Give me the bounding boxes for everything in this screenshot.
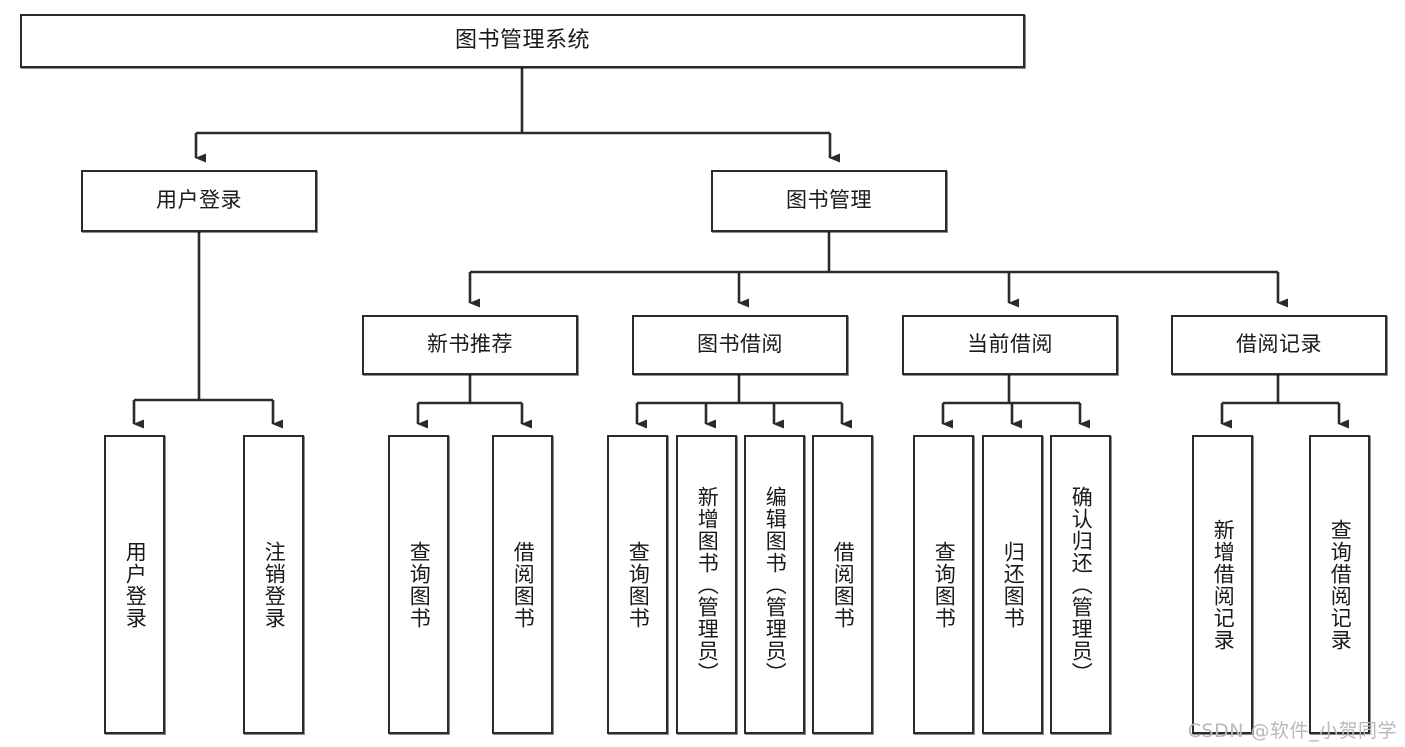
leaf-add-book[interactable]: 新增图书（管理员） [676, 435, 737, 734]
node-current-borrow[interactable]: 当前借阅 [902, 315, 1118, 375]
node-root[interactable]: 图书管理系统 [20, 14, 1025, 68]
leaf-logout[interactable]: 注销登录 [243, 435, 304, 734]
node-book-borrow[interactable]: 图书借阅 [632, 315, 848, 375]
node-new-book-rec-label: 新书推荐 [427, 332, 513, 357]
leaf-query-book-1[interactable]: 查询图书 [388, 435, 449, 734]
node-borrow-record[interactable]: 借阅记录 [1171, 315, 1387, 375]
leaf-return-book[interactable]: 归还图书 [982, 435, 1043, 734]
leaf-query-record-label: 查询借阅记录 [1328, 518, 1353, 651]
node-book-manage[interactable]: 图书管理 [711, 170, 947, 232]
leaf-query-book-2[interactable]: 查询图书 [607, 435, 668, 734]
leaf-return-book-label: 归还图书 [1001, 540, 1026, 629]
watermark: CSDN @软件_小贺同学 [1187, 720, 1397, 742]
leaf-confirm-return[interactable]: 确认归还（管理员） [1050, 435, 1111, 734]
node-book-manage-label: 图书管理 [786, 188, 872, 213]
node-user-login[interactable]: 用户登录 [81, 170, 317, 232]
leaf-query-book-1-label: 查询图书 [407, 540, 432, 629]
node-root-label: 图书管理系统 [454, 27, 590, 53]
leaf-user-login[interactable]: 用户登录 [104, 435, 165, 734]
node-user-login-label: 用户登录 [156, 188, 242, 213]
leaf-query-book-3-label: 查询图书 [932, 540, 957, 629]
node-current-borrow-label: 当前借阅 [967, 332, 1053, 357]
leaf-borrow-book-2-label: 借阅图书 [831, 540, 856, 629]
leaf-borrow-book-1-label: 借阅图书 [511, 540, 536, 629]
leaf-borrow-book-1[interactable]: 借阅图书 [492, 435, 553, 734]
leaf-query-record[interactable]: 查询借阅记录 [1309, 435, 1370, 734]
node-borrow-record-label: 借阅记录 [1236, 332, 1322, 357]
node-book-borrow-label: 图书借阅 [697, 332, 783, 357]
leaf-add-book-label: 新增图书（管理员） [695, 485, 720, 684]
node-new-book-rec[interactable]: 新书推荐 [362, 315, 578, 375]
leaf-logout-label: 注销登录 [262, 540, 287, 629]
leaf-confirm-return-label: 确认归还（管理员） [1069, 485, 1094, 684]
leaf-edit-book-label: 编辑图书（管理员） [763, 485, 788, 684]
leaf-borrow-book-2[interactable]: 借阅图书 [812, 435, 873, 734]
leaf-add-record-label: 新增借阅记录 [1211, 518, 1236, 651]
leaf-query-book-2-label: 查询图书 [626, 540, 651, 629]
leaf-user-login-label: 用户登录 [123, 540, 148, 629]
leaf-query-book-3[interactable]: 查询图书 [913, 435, 974, 734]
leaf-add-record[interactable]: 新增借阅记录 [1192, 435, 1253, 734]
leaf-edit-book[interactable]: 编辑图书（管理员） [744, 435, 805, 734]
